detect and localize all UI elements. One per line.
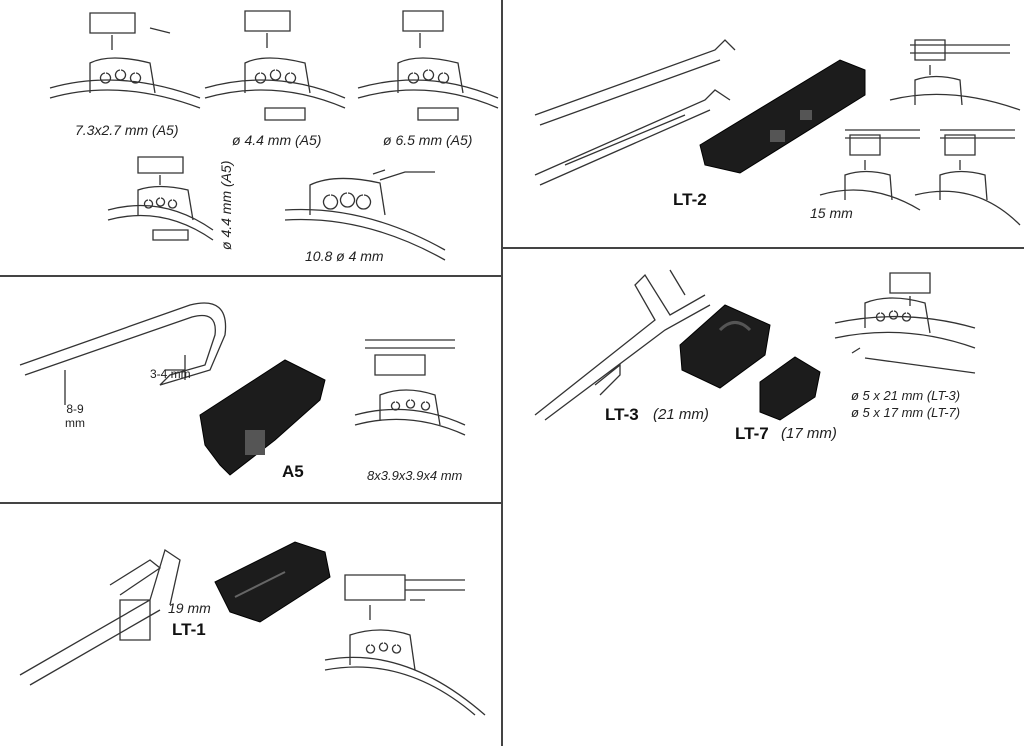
lt1-adapter-image bbox=[214, 541, 331, 623]
a5-mount-illustration bbox=[354, 339, 466, 436]
lt1-size-label: 19 mm bbox=[168, 600, 211, 616]
a5-adapter-image bbox=[199, 359, 326, 476]
mount-illustration-3 bbox=[357, 10, 499, 121]
lt7-adapter-image bbox=[759, 356, 821, 421]
dimension-label-8-9mm: 8-9 mm bbox=[65, 402, 85, 430]
lt7-label: LT-7 bbox=[735, 424, 769, 443]
lt1-label: LT-1 bbox=[172, 620, 206, 639]
mount-illustration-1 bbox=[49, 12, 201, 109]
mount-illustration-2 bbox=[204, 10, 346, 121]
a5-size-label: 8x3.9x3.9x4 mm bbox=[367, 468, 463, 483]
mount-illustration-4 bbox=[107, 156, 214, 241]
divider-a5 bbox=[0, 502, 502, 504]
mount-label-4: ø 4.4 mm (A5) bbox=[218, 160, 234, 250]
lt3-spec-label: ø 5 x 21 mm (LT-3) bbox=[851, 388, 961, 403]
lt2-adapter-image bbox=[699, 59, 866, 174]
lt2-size-label: 15 mm bbox=[810, 205, 853, 221]
lt3-arm-illustration bbox=[534, 269, 711, 421]
lt3-adapter-image bbox=[679, 304, 771, 389]
lt7-spec-label: ø 5 x 17 mm (LT-7) bbox=[851, 405, 961, 420]
a5-arm-hook-illustration bbox=[19, 302, 227, 405]
lt3-label: LT-3 bbox=[605, 405, 639, 424]
lt2-mount-illustration-top bbox=[889, 39, 1021, 111]
lt3-lt7-mount-illustration bbox=[834, 272, 976, 374]
lt1-arm-illustration bbox=[19, 548, 181, 686]
divider-lt2 bbox=[502, 247, 1024, 249]
mount-label-5: 10.8 ø 4 mm bbox=[305, 248, 384, 264]
lt2-mount-illustration-left bbox=[819, 129, 921, 211]
divider-a5-mounts bbox=[0, 275, 502, 277]
lt7-size-label: (17 mm) bbox=[781, 425, 837, 442]
lt2-arm-illustration bbox=[534, 39, 736, 186]
lt2-label: LT-2 bbox=[673, 190, 707, 209]
a5-label: A5 bbox=[282, 462, 304, 481]
mount-label-2: ø 4.4 mm (A5) bbox=[232, 132, 322, 148]
mount-label-3: ø 6.5 mm (A5) bbox=[383, 132, 473, 148]
lt2-mount-illustration-right bbox=[914, 129, 1021, 226]
mount-label-1: 7.3x2.7 mm (A5) bbox=[75, 122, 179, 138]
mount-illustration-5 bbox=[284, 169, 446, 261]
lt1-mount-illustration bbox=[324, 574, 486, 716]
dimension-label-3-4mm: 3-4 mm bbox=[150, 367, 191, 381]
lt3-size-label: (21 mm) bbox=[653, 406, 709, 423]
vertical-divider bbox=[501, 0, 503, 746]
